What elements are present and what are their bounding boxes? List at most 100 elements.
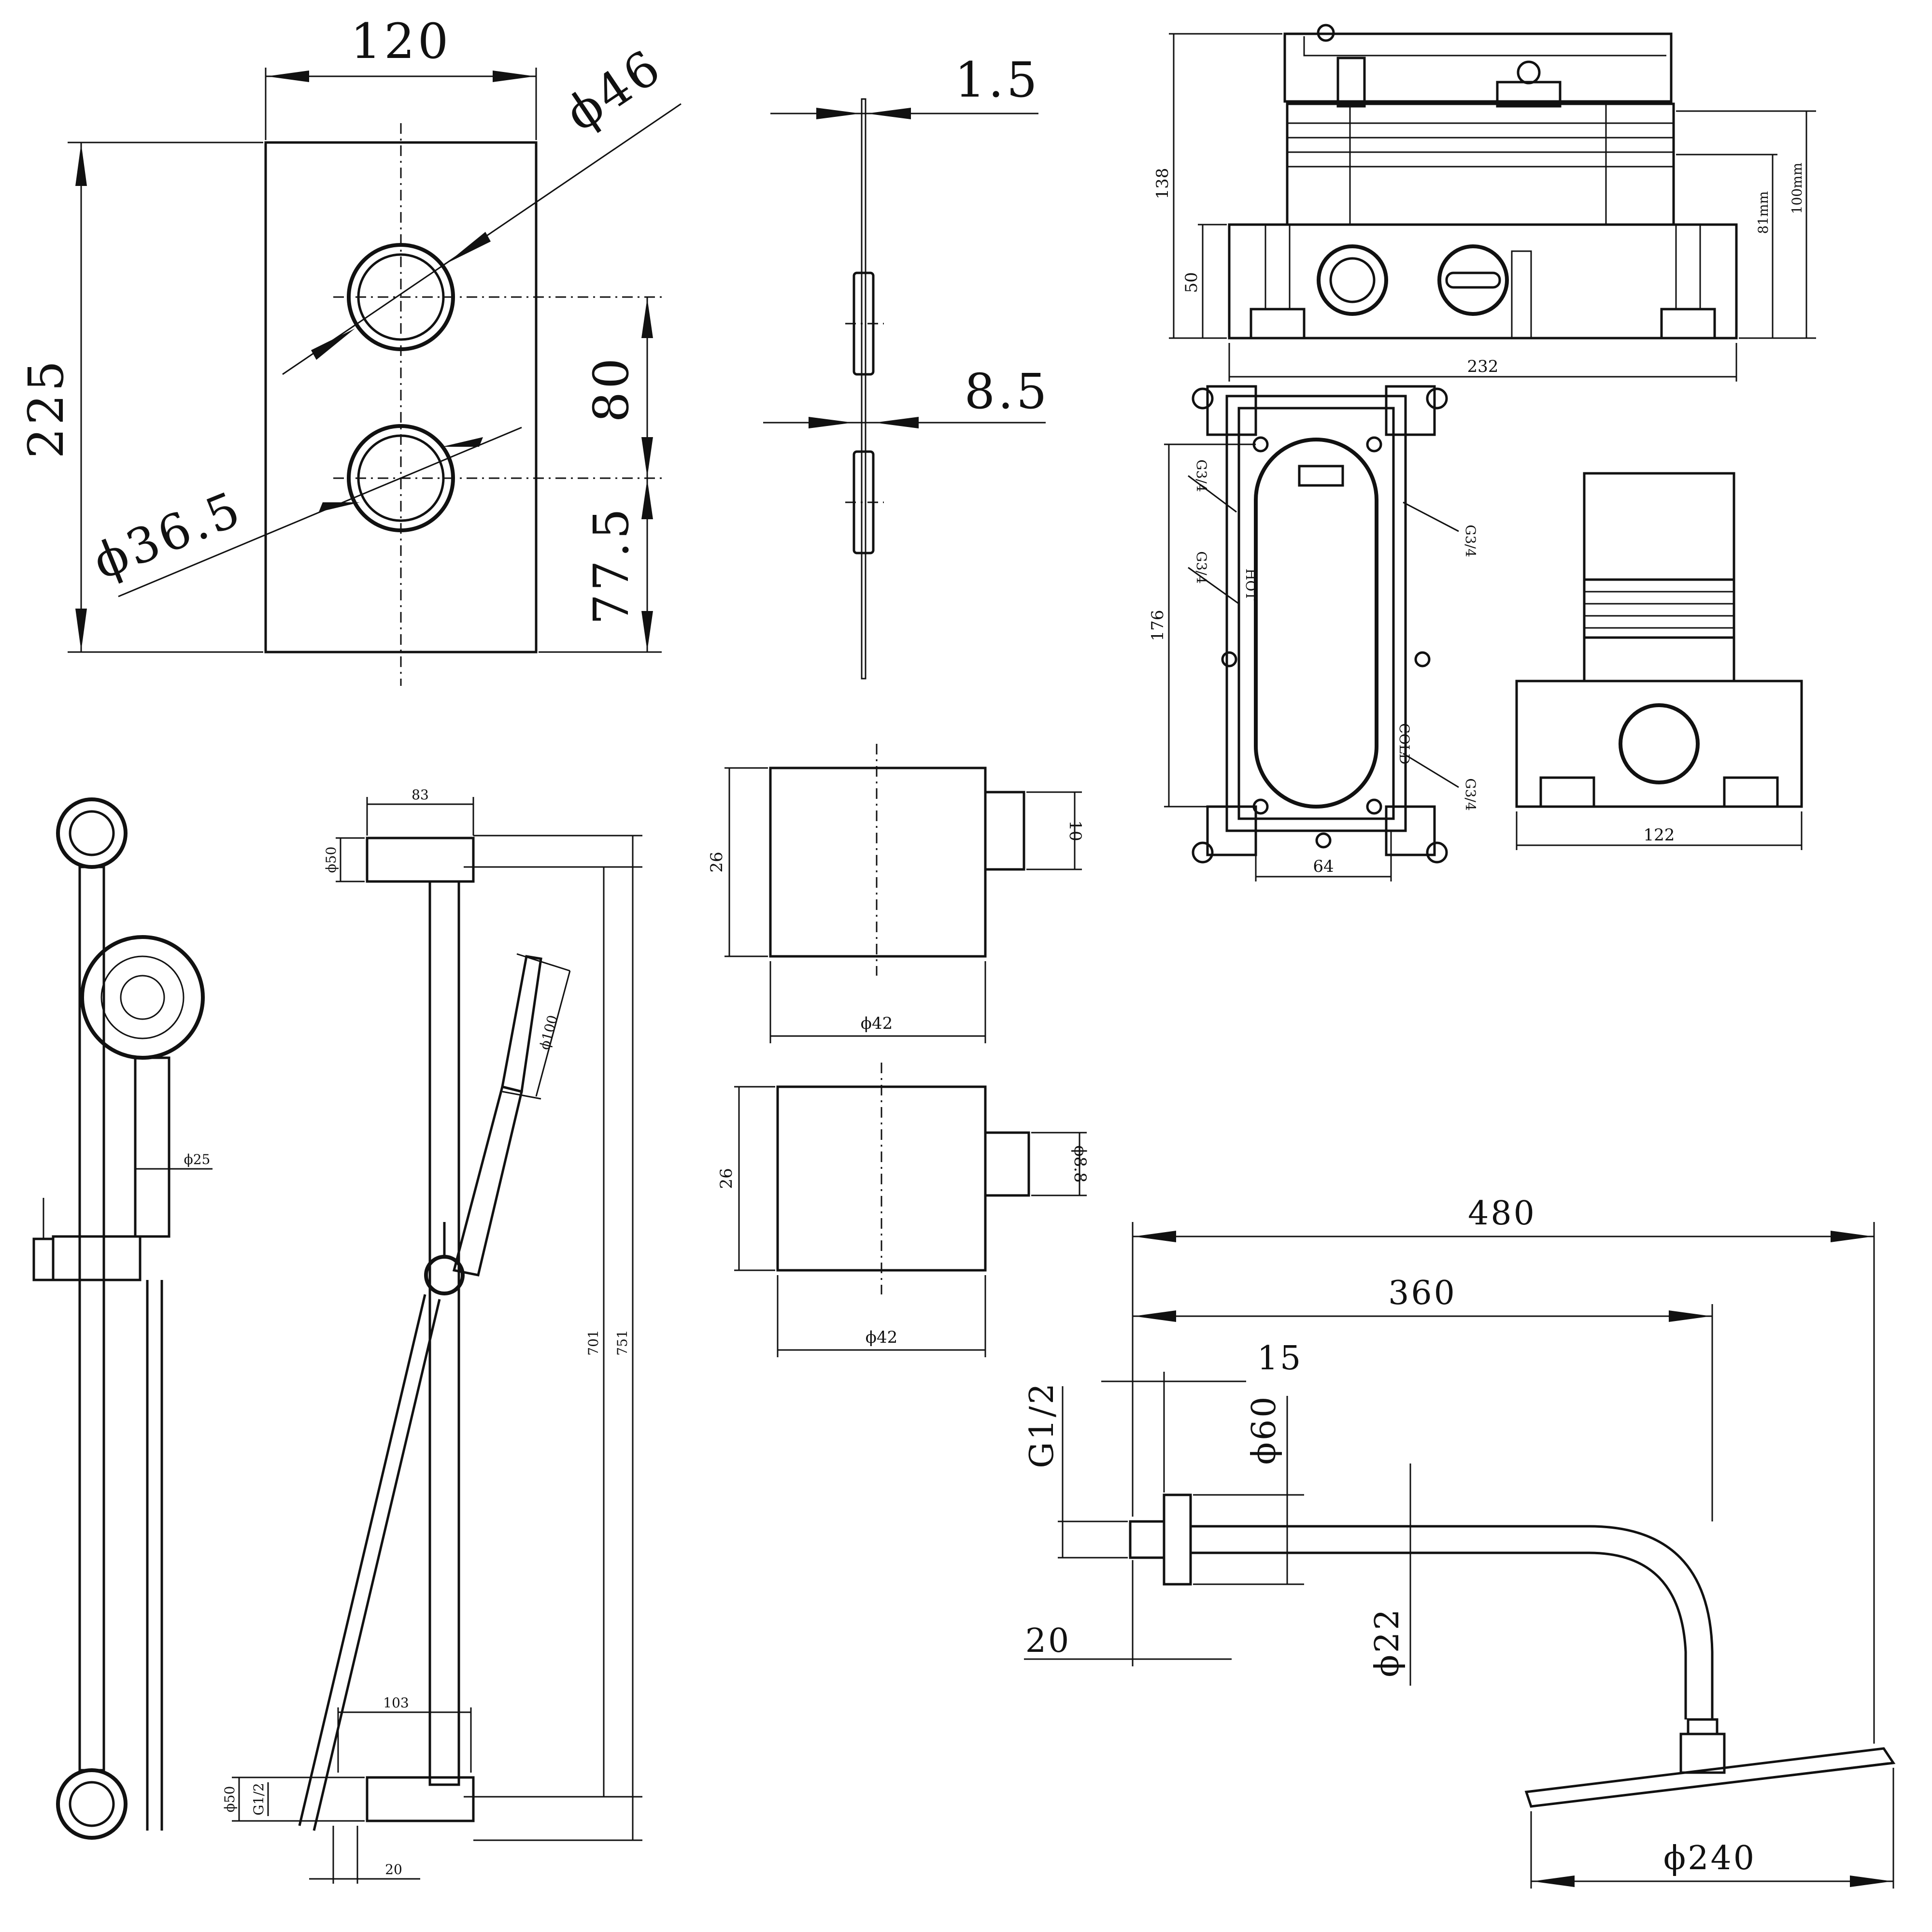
dim-bottom-offset: 103: [383, 1695, 409, 1711]
side-port: [1619, 703, 1700, 784]
dim-faceplate-width: 120: [351, 13, 452, 70]
dim-81mm: 81mm: [1755, 191, 1771, 234]
dim-elbow-bottom-dia: ϕ42: [866, 1328, 897, 1347]
side-cap: [1583, 472, 1735, 581]
screw: [1366, 798, 1382, 815]
shower-head: [1524, 1747, 1896, 1808]
dim-overall-length: 751: [614, 1330, 630, 1355]
dim-elbow-bottom-height: 26: [717, 1168, 736, 1189]
elbow-outlet: [984, 791, 1025, 871]
dim-plate-thickness: 1.5: [954, 52, 1040, 108]
frame-slot: [1298, 465, 1344, 487]
bottom-bracket: [56, 1768, 128, 1840]
bracket: [1264, 224, 1291, 310]
frame-outline: [1225, 395, 1407, 832]
mount-hole: [1426, 387, 1448, 410]
slider-knob: [32, 1237, 55, 1281]
arrow: [641, 479, 653, 519]
arrow: [641, 298, 653, 338]
dim-thread: G1/2: [1023, 1381, 1061, 1468]
leader-inner-dia: [118, 426, 522, 597]
foot: [1723, 776, 1779, 808]
dim-handle-depth: 8.5: [964, 363, 1050, 420]
valve-body-block: [1286, 102, 1675, 226]
mounting-frame-view: G3/4 G3/4 G3/4 G3/4 HOT COLD 176 64: [1148, 385, 1478, 881]
dim-elbow-top-dia: ϕ42: [861, 1014, 893, 1033]
foot: [1539, 776, 1595, 808]
mount-hole: [1192, 387, 1214, 410]
corner-lug: [1385, 805, 1436, 856]
mount-hole: [1426, 841, 1448, 864]
shower-arm-view: 480 360 15 ϕ60 G1/2 20 ϕ22 ϕ240: [1023, 1194, 1896, 1889]
arrow: [442, 437, 483, 447]
elbow-top-view: 26 10 ϕ42: [707, 744, 1085, 1043]
foot: [1660, 308, 1716, 340]
elbow-bottom-view: 26 ϕ8.8 ϕ42: [717, 1063, 1090, 1357]
corner-lug: [1385, 385, 1436, 436]
arrow: [1134, 1231, 1176, 1242]
valve-base: [1228, 223, 1738, 340]
dim-bottom-bracket-dia: ϕ50: [222, 1786, 238, 1813]
dim-flange-dia: ϕ60: [1245, 1395, 1283, 1465]
dim-arm-dia: ϕ22: [1368, 1607, 1406, 1677]
arm-pipe-bottom: [1191, 1551, 1687, 1719]
arrow: [1532, 1875, 1575, 1887]
dim-flange-depth: 15: [1257, 1339, 1303, 1378]
valve-body-front-view: 138 50 232 81mm 100mm: [1153, 24, 1816, 382]
leader: [1403, 753, 1459, 788]
bottom-bracket-inner: [69, 1781, 115, 1827]
rail-kit-front-view: ϕ25: [32, 797, 213, 1840]
top-bracket-inner: [69, 810, 115, 856]
dim-top-bracket-dia: ϕ50: [323, 847, 339, 873]
valve-cap: [1283, 32, 1673, 103]
cold-port: [1437, 244, 1509, 316]
elbow-body: [776, 1085, 987, 1272]
dim-elbow-top-height: 26: [707, 852, 726, 872]
top-bracket: [56, 797, 128, 869]
dim-elbow-bottom-outlet: ϕ8.8: [1070, 1145, 1090, 1182]
arrow: [1134, 1310, 1176, 1322]
arrow: [867, 108, 911, 119]
arrow: [75, 143, 87, 186]
bracket: [1675, 224, 1701, 310]
dim-inlet-thread: G1/2: [251, 1783, 267, 1815]
hose-side: [298, 1294, 426, 1826]
side-body: [1583, 636, 1735, 682]
cold-port-slot: [1445, 271, 1501, 289]
top-wall-bracket: [366, 837, 475, 883]
dim-frame-bottom: 64: [1313, 857, 1334, 876]
arrow: [1850, 1875, 1892, 1887]
arrow: [809, 417, 853, 428]
port-label-1: G3/4: [1193, 459, 1209, 492]
dim-100mm: 100mm: [1789, 163, 1805, 214]
arrow: [75, 609, 87, 651]
side-base: [1515, 680, 1803, 808]
port-label-4: G3/4: [1463, 778, 1478, 810]
arrow: [447, 232, 491, 263]
port-label-2: G3/4: [1193, 551, 1209, 583]
stem-knob: [1517, 60, 1541, 85]
dim-rail-length: 701: [585, 1330, 601, 1355]
dim-ext: [516, 953, 570, 972]
elbow-body: [769, 767, 987, 958]
handset-head: [501, 955, 542, 1094]
arrow: [641, 437, 653, 477]
dim-handset-dia: ϕ100: [536, 1013, 561, 1051]
handset-nozzle-ring: [120, 975, 165, 1020]
dim-valve-width: 232: [1467, 357, 1499, 376]
arrow: [319, 502, 360, 512]
arm-nut: [1687, 1718, 1719, 1735]
dim-base-height: 50: [1182, 272, 1201, 293]
arm-swivel: [1679, 1733, 1726, 1774]
dim-side-width: 122: [1644, 825, 1675, 845]
arrow: [1831, 1231, 1873, 1242]
hot-port-inner: [1329, 257, 1376, 303]
dim-elbow-top-outlet: 10: [1065, 820, 1085, 841]
base-detail: [1511, 250, 1532, 339]
dim-faceplate-height: 225: [18, 358, 74, 459]
arm-pipe-top: [1191, 1525, 1714, 1719]
hot-port: [1317, 244, 1388, 316]
rail-kit-side-view: 83 ϕ50 ϕ100 701 751 103 ϕ50 G1/2 20: [222, 787, 642, 1884]
cap-screw: [1317, 24, 1335, 42]
